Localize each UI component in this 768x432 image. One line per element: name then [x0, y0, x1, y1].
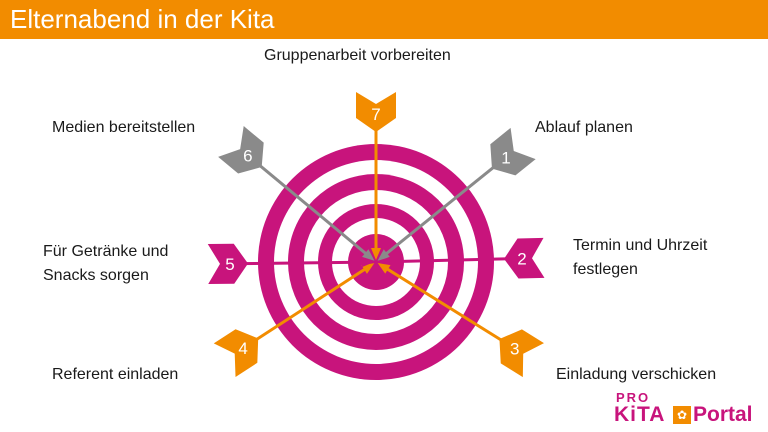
arrow-shaft-4 [248, 264, 372, 346]
step-number-6: 6 [243, 147, 252, 166]
arrow-shaft-3 [380, 263, 509, 346]
arrow-shaft-2 [381, 257, 515, 264]
arrow-2: 2 [377, 237, 545, 279]
arrow-shaft-5 [237, 260, 371, 266]
arrow-3: 3 [377, 263, 544, 378]
step-label-3: Einladung verschicken [556, 366, 717, 383]
arrow-fletching-2 [504, 237, 545, 279]
arrow-fletching-4 [213, 329, 259, 377]
arrow-fletching-6 [218, 126, 264, 174]
arrow-head-2 [377, 256, 391, 267]
arrow-fletching-5 [207, 243, 248, 285]
step-label-7: Gruppenarbeit vorbereiten [264, 47, 451, 64]
step-number-2: 2 [517, 249, 526, 268]
logo-part1: KiTA [614, 403, 666, 426]
logo-prefix: PRO [616, 390, 651, 405]
arrow-fletching-3 [499, 329, 544, 378]
step-label-2: Termin und Uhrzeit festlegen [573, 237, 708, 278]
arrow-head-3 [377, 263, 391, 274]
arrow-7: 7 [356, 92, 396, 260]
page-title: Elternabend in der Kita [10, 4, 275, 34]
arrow-shaft-1 [379, 161, 501, 260]
step-label-6: Medien bereitstellen [52, 119, 196, 136]
arrow-6: 6 [218, 126, 375, 261]
arrow-head-7 [371, 248, 381, 260]
arrow-1: 1 [377, 127, 536, 261]
step-label-1: Ablauf planen [535, 119, 633, 136]
step-number-4: 4 [238, 339, 247, 358]
arrow-head-6 [362, 249, 375, 261]
step-number-5: 5 [225, 255, 234, 274]
logo-part2: Portal [693, 403, 753, 426]
step-label-4: Referent einladen [52, 366, 179, 383]
target-board [258, 144, 494, 380]
arrow-fletching-7 [356, 92, 396, 132]
arrows-group: 1 2 3 4 5 6 7 [207, 92, 545, 378]
target-bullseye [348, 234, 404, 290]
arrow-5: 5 [207, 243, 375, 285]
step-number-7: 7 [371, 105, 380, 124]
arrow-shaft-6 [253, 159, 373, 260]
kita-portal-logo: PRO KiTA ✿ Portal [586, 390, 762, 428]
header-bar: Elternabend in der Kita [0, 0, 768, 39]
step-number-1: 1 [501, 148, 510, 167]
step-label-5: Für Getränke und Snacks sorgen [43, 243, 169, 284]
arrow-fletching-1 [490, 127, 536, 176]
logo-icon: ✿ [673, 406, 691, 424]
arrow-head-5 [361, 257, 375, 268]
step-number-3: 3 [510, 339, 519, 358]
arrow-head-1 [377, 249, 391, 261]
